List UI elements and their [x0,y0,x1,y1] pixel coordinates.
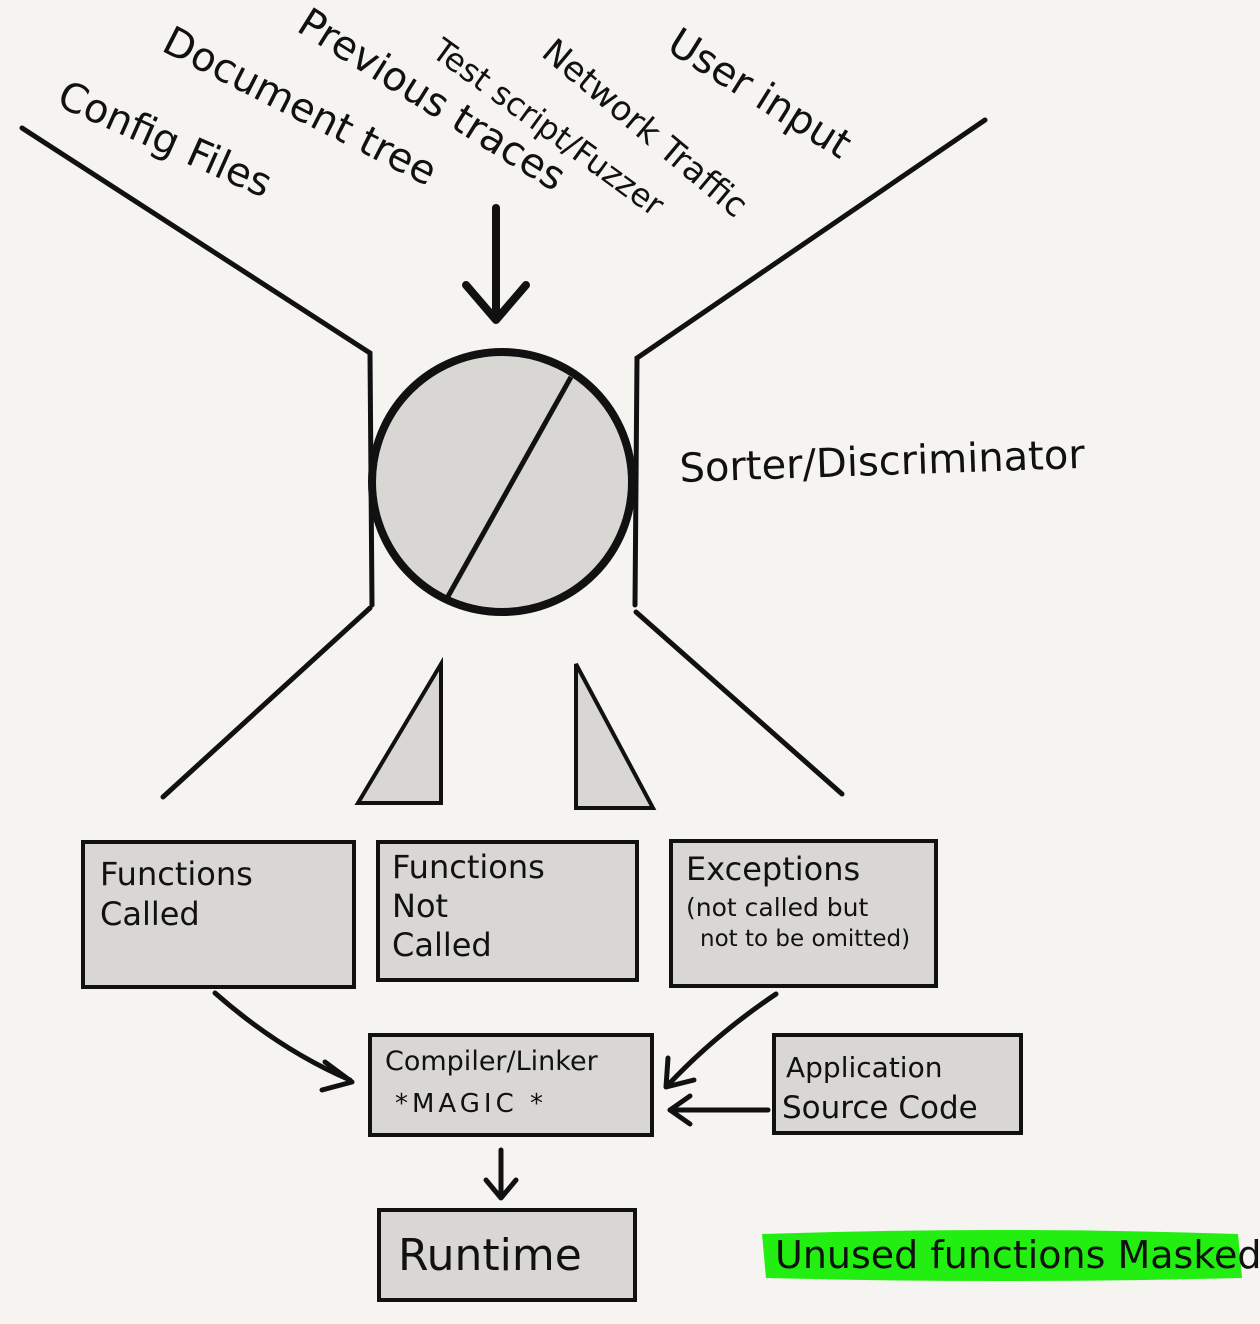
svg-text:Functions: Functions [100,855,253,893]
svg-text:Application: Application [786,1051,942,1084]
note-text: Unused functions Masked [775,1233,1260,1277]
sorter-divider [443,375,574,602]
box-compiler: Compiler/Linker *MAGIC * [368,1033,654,1137]
svg-text:Runtime: Runtime [398,1230,582,1281]
sorter-label: Sorter/Discriminator [679,432,1086,492]
svg-text:*MAGIC *: *MAGIC * [395,1089,547,1119]
svg-text:not to be omitted): not to be omitted) [700,926,910,952]
svg-text:Functions: Functions [392,848,545,886]
svg-text:Called: Called [100,895,200,933]
box-functions-not-called: Functions Not Called [376,840,639,982]
funnel-right-upper [632,117,988,608]
svg-text:Not: Not [392,887,448,925]
sorter-circle [368,348,636,616]
svg-text:Compiler/Linker: Compiler/Linker [385,1046,599,1077]
svg-text:Called: Called [392,926,492,964]
right-triangle [574,663,657,810]
input-labels: Config Files Document tree Previous trac… [51,0,860,226]
arrow-exceptions-to-compiler [665,991,779,1088]
svg-text:Exceptions: Exceptions [686,850,860,888]
sorter [368,348,636,616]
box-functions-called: Functions Called [81,840,356,989]
left-triangle [354,656,443,805]
box-exceptions: Exceptions (not called but not to be omi… [669,839,938,988]
box-app-source: Application Source Code [772,1033,1023,1135]
input-arrow [462,204,530,324]
svg-text:Source Code: Source Code [782,1090,978,1126]
flow-arrows [212,990,779,1201]
box-runtime: Runtime [377,1208,637,1302]
funnel [19,117,988,800]
funnel-right-lower [633,609,845,797]
funnel-left-upper [19,125,375,608]
arrow-called-to-compiler [212,990,353,1083]
svg-text:(not called but: (not called but [686,893,869,922]
funnel-left-lower [160,605,373,800]
unused-functions-note: Unused functions Masked [762,1230,1260,1281]
